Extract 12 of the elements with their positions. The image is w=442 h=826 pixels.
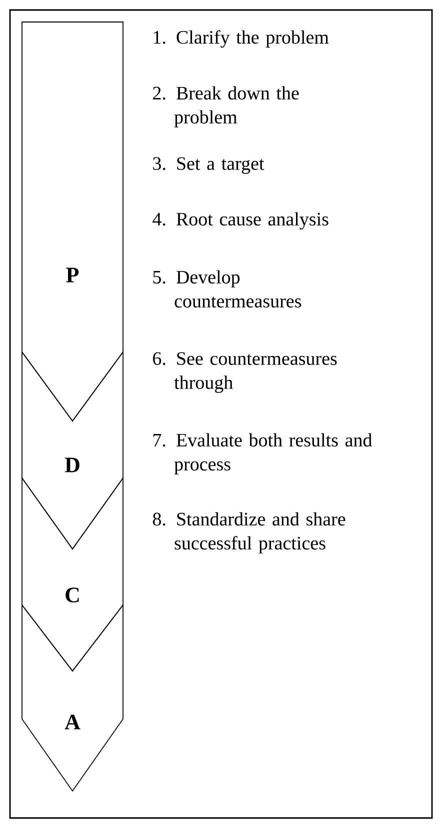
step-text: 7. Evaluate both results and process	[153, 433, 372, 474]
stage-letter: C	[66, 588, 79, 602]
step-text: 8. Standardize and share successful practices	[152, 512, 346, 554]
step-text: 5. Develop countermeasures	[153, 270, 302, 308]
stage-letter: D	[64, 458, 80, 472]
step-text: 3. Set a target	[153, 157, 264, 174]
step-text: 2. Break down the problem	[153, 86, 299, 128]
stage-letter: P	[66, 268, 79, 282]
stage-letter: A	[64, 714, 80, 730]
step-text: 6. See countermeasures through	[153, 352, 337, 393]
step-text: 4. Root cause analysis	[152, 212, 328, 230]
step-text: 1. Clarify the problem	[154, 30, 329, 48]
